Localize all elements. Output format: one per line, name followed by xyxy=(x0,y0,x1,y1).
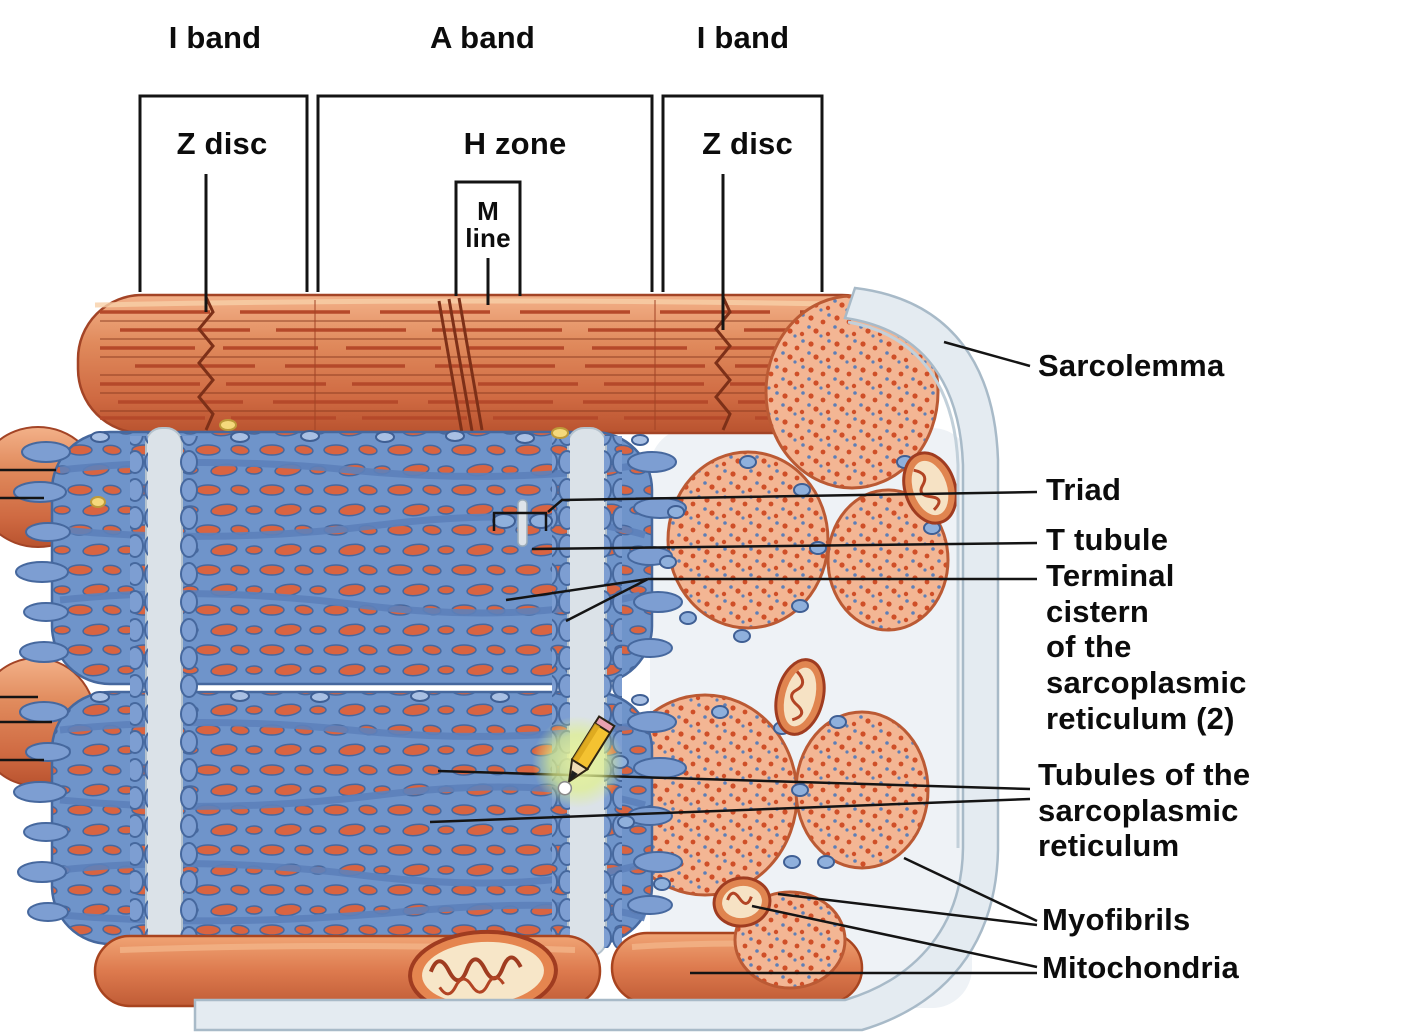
z-disc-line-right xyxy=(714,296,732,431)
left-edge-lines xyxy=(0,468,56,762)
myofibril-cut-face xyxy=(826,488,950,632)
sarcolemma-inner-edge xyxy=(847,320,960,848)
label-a-band: A band xyxy=(429,20,536,55)
label-z-disc-left: Z disc xyxy=(176,126,268,161)
m-line-marks xyxy=(437,297,484,434)
mitochondrion xyxy=(902,451,958,525)
mitochondrion xyxy=(774,658,826,736)
label-h-zone: H zone xyxy=(463,126,567,161)
t-tubule-openings xyxy=(90,419,569,508)
label-triad: Triad xyxy=(1046,472,1122,507)
label-terminal-cistern: Terminal cistern of the sarcoplasmic ret… xyxy=(1046,558,1247,736)
mitochondria-group xyxy=(408,451,958,1017)
label-m-line: M line xyxy=(465,196,511,254)
sarcolemma-sheet xyxy=(193,286,1000,1032)
label-i-band-left: I band xyxy=(168,20,262,55)
sarcoplasmic-reticulum-network xyxy=(13,419,687,957)
label-sarcolemma: Sarcolemma xyxy=(1038,348,1225,383)
mitochondrion xyxy=(408,929,558,1017)
z-band-channels xyxy=(145,427,607,957)
label-i-band-right: I band xyxy=(696,20,790,55)
label-t-tubule: T tubule xyxy=(1046,522,1169,557)
band-brackets xyxy=(138,94,824,330)
label-tubules-sr: Tubules of the sarcoplasmic reticulum xyxy=(1038,757,1251,864)
t-tubule-structure xyxy=(517,499,528,547)
z-disc-line-left xyxy=(197,296,215,431)
label-z-disc-right: Z disc xyxy=(702,126,793,161)
terminal-cisternae xyxy=(130,436,622,948)
pencil-cursor-icon xyxy=(557,715,616,796)
label-myofibrils: Myofibrils xyxy=(1042,902,1191,937)
mitochondrion xyxy=(712,876,772,928)
myofibril-cut-face xyxy=(794,710,930,870)
label-mitochondria: Mitochondria xyxy=(1042,950,1239,985)
